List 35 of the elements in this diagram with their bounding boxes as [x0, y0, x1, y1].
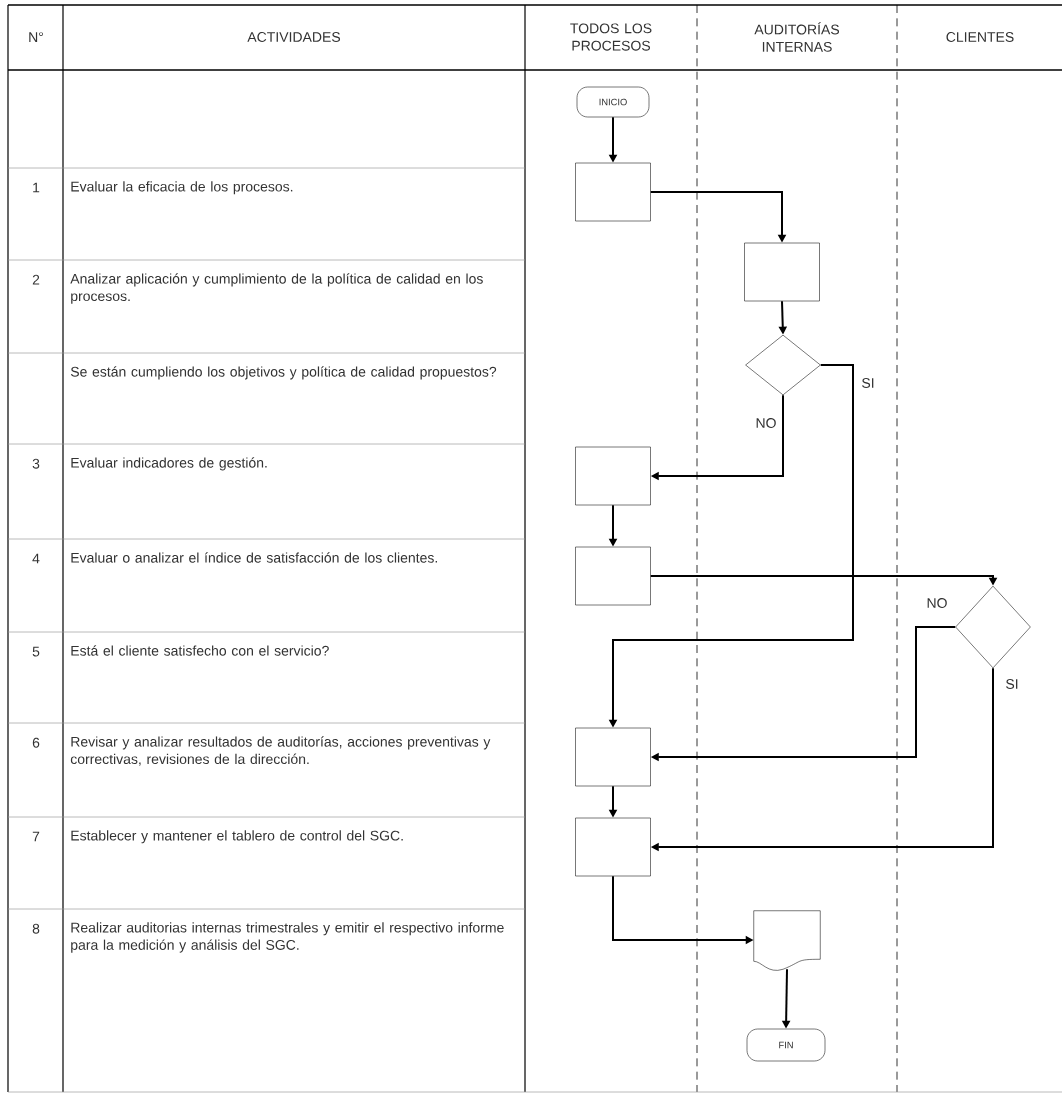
column-header: N°	[29, 32, 43, 42]
row-number: 8	[32, 923, 40, 934]
document-shape	[753, 910, 821, 971]
row-number: 5	[32, 646, 40, 657]
process-box	[575, 446, 651, 506]
activity-text: Evaluar indicadores de gestión.	[71, 457, 267, 471]
row-number: 7	[32, 831, 40, 842]
process-box	[744, 242, 820, 302]
row-number: 3	[32, 458, 40, 469]
activity-text: Establecer y mantener el tablero de control del SGC.	[71, 830, 403, 844]
edge-label: NO	[754, 416, 778, 430]
row-number: 1	[33, 182, 40, 193]
process-box	[575, 546, 651, 606]
process-box	[575, 727, 651, 787]
activity-text: Evaluar la eficacia de los procesos.	[71, 181, 293, 195]
column-header: AUDITORÍAS INTERNAS	[754, 22, 839, 52]
column-header: CLIENTES	[946, 32, 1014, 42]
activity-text: Evaluar o analizar el índice de satisfacción de los clientes.	[71, 552, 437, 563]
process-box	[575, 817, 651, 877]
activity-text: Se están cumpliendo los objetivos y política de calidad propuestos?	[70, 366, 497, 380]
edge-label: NO	[925, 596, 949, 610]
decision-diamond	[745, 334, 821, 396]
activity-text: Realizar auditorias internas trimestrales y emitir el respectivo informe para la medición y análisis del SGC.	[71, 922, 504, 953]
edge-label: SI	[860, 376, 876, 390]
activity-text: Revisar y analizar resultados de auditorías, acciones preventivas y correctivas, revisiones de la dirección.	[70, 736, 491, 766]
column-header: TODOS LOS PROCESOS	[570, 23, 652, 51]
row-number: 2	[32, 274, 40, 285]
activity-text: Analizar aplicación y cumplimiento de la política de calidad en los procesos.	[70, 273, 483, 304]
edge-label: SI	[1004, 677, 1020, 691]
row-number: 6	[32, 737, 40, 748]
row-number: 4	[32, 553, 40, 564]
activity-text: Está el cliente satisfecho con el servicio?	[71, 645, 329, 656]
process-box	[575, 162, 651, 222]
decision-diamond	[955, 585, 1031, 669]
column-header: ACTIVIDADES	[247, 32, 341, 42]
